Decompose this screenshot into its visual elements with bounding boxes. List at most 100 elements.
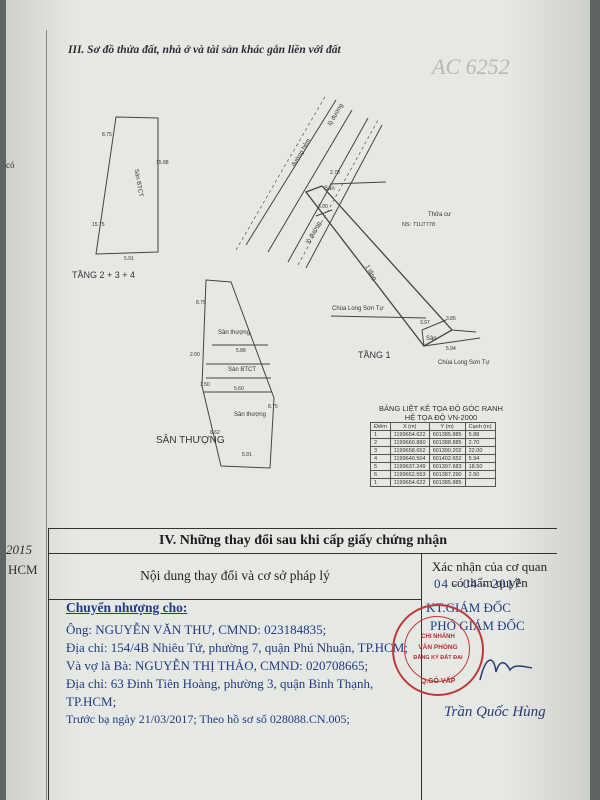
section4-divider xyxy=(421,599,422,800)
dim-15: 5.94 xyxy=(446,346,456,352)
stamp-inner-ring xyxy=(404,616,470,682)
dim-2: 15.88 xyxy=(156,160,169,166)
coords-cell xyxy=(464,478,496,487)
coords-cell: 601402.652 xyxy=(428,454,466,463)
plot-line-2 xyxy=(421,319,447,331)
coords-header-row: Điểm X (m) Y (m) Cạnh (m) xyxy=(370,422,496,431)
coords-cell: 6 xyxy=(370,470,391,479)
transfer-line-4: Địa chỉ: 63 Đinh Tiên Hoàng, phường 3, q… xyxy=(66,676,374,691)
floor234-outline xyxy=(95,116,159,255)
label-san-2: Sân xyxy=(426,336,437,342)
dim-13: 3.97 xyxy=(420,320,430,326)
transfer-line-3: Và vợ là Bà: NGUYỄN THỊ THẢO, CMND: 0207… xyxy=(66,658,369,673)
margin-note-co: có xyxy=(6,160,15,170)
coords-cell: 601385.885 xyxy=(428,478,466,487)
section4-col-right-line-1: Xác nhận của cơ quan xyxy=(431,559,548,574)
signer-name: Trần Quốc Hùng xyxy=(444,704,546,720)
label-san-btct-2: Sàn BTCT xyxy=(228,367,257,373)
coords-cell: 1199654.622 xyxy=(389,430,430,439)
document-page: III. Sơ đồ thửa đất, nhà ở và tài sản kh… xyxy=(6,0,590,800)
coords-header-point: Điểm xyxy=(370,422,391,431)
coords-cell: 4 xyxy=(370,454,391,463)
dim-11: 8.75 xyxy=(268,404,278,410)
coords-cell: 2.70 xyxy=(464,438,496,447)
coords-cell: 2.50 xyxy=(464,470,496,479)
label-rooftop: SÂN THƯỢNG xyxy=(156,435,225,446)
plot-line-1 xyxy=(315,209,333,217)
label-chua-1: Chùa Long Sơn Tự xyxy=(332,306,384,312)
coords-title: BẢNG LIỆT KÊ TỌA ĐỘ GÓC RANH HỆ TỌA ĐỘ V… xyxy=(366,404,516,422)
margin-note-hcm: HCM xyxy=(8,562,38,577)
transfer-line-1: Ông: NGUYỄN VĂN THƯ, CMND: 023184835; xyxy=(66,622,327,637)
property-line xyxy=(329,181,387,185)
stamp-text-top: CHI NHÁNH xyxy=(421,634,455,640)
margin-note-year: 2015 xyxy=(6,542,32,557)
coords-cell: 601390.202 xyxy=(428,446,466,455)
coords-cell: 1199652.553 xyxy=(389,470,430,479)
boundary-line-2 xyxy=(451,329,477,333)
section4-col-right-line-2: có thẩm quyền xyxy=(451,575,528,590)
dim-14: 3.85 xyxy=(446,316,456,322)
dim-4: 5.91 xyxy=(124,256,134,262)
road-edge-4 xyxy=(305,124,383,269)
coords-cell: 5 xyxy=(370,462,391,471)
official-stamp: CHI NHÁNH VĂN PHÒNG ĐĂNG KÝ ĐẤT ĐAI Q.GÒ… xyxy=(392,604,484,696)
label-san: Sân xyxy=(324,186,335,192)
coords-cell: 601388.885 xyxy=(428,438,466,447)
coords-cell: 1199637.249 xyxy=(389,462,430,471)
label-san-thuong-1: Sân thượng xyxy=(218,330,250,336)
road-edge-2 xyxy=(267,109,353,253)
section4-table: IV. Những thay đổi sau khi cấp giấy chứn… xyxy=(48,528,557,800)
coords-cell: 1 xyxy=(370,430,391,439)
label-ns: NS: 71U7778 xyxy=(402,222,436,228)
coords-header-x: X (m) xyxy=(389,422,430,431)
dim-7: 5.88 xyxy=(236,348,246,354)
transfer-line-5: TP.HCM; xyxy=(66,694,117,709)
label-floor234: TẦNG 2 + 3 + 4 xyxy=(72,270,136,280)
section4-title: IV. Những thay đổi sau khi cấp giấy chứn… xyxy=(49,529,557,554)
approval-date: 04 - 04 - 2017 xyxy=(434,576,522,591)
label-chua-2: Chùa Long Sơn Tự xyxy=(438,360,490,366)
dim-16: 2.70 xyxy=(330,170,340,176)
road-edge-1 xyxy=(245,99,337,246)
dim-6: 8.75 xyxy=(196,300,206,306)
coords-cell: 1199640.504 xyxy=(389,454,430,463)
signature-mark xyxy=(479,659,533,681)
coords-cell: 5.94 xyxy=(464,454,496,463)
dim-5: 5.91 xyxy=(242,452,252,458)
coords-header-y: Y (m) xyxy=(428,422,466,431)
dim-8: 2.00 xyxy=(190,352,200,358)
coords-header-edge: Cạnh (m) xyxy=(464,422,496,431)
dim-3: 15.75 xyxy=(92,222,105,228)
top-handwriting: AC 6252 xyxy=(432,54,510,79)
road-dashed-2 xyxy=(297,119,379,266)
leader-line xyxy=(330,315,427,319)
coords-cell: 601397.683 xyxy=(428,462,466,471)
site-plan-drawing xyxy=(95,94,481,469)
dim-10: 1.50 xyxy=(200,382,210,388)
transfer-line-2: Địa chỉ: 154/4B Nhiêu Tứ, phường 7, quận… xyxy=(66,640,408,655)
rooftop-outline xyxy=(201,279,275,469)
margin-line xyxy=(46,30,47,800)
coords-cell: 1 xyxy=(370,478,391,487)
transfer-heading: Chuyển nhượng cho: xyxy=(66,600,188,615)
coords-cell: 1199654.622 xyxy=(389,478,430,487)
coords-cell: 601387.290 xyxy=(428,470,466,479)
dim-9: 5.60 xyxy=(234,386,244,392)
boundary-line xyxy=(423,337,481,347)
dim-1: 8.75 xyxy=(102,132,112,138)
plot-line-3 xyxy=(421,329,425,347)
transfer-line-6: Trước bạ ngày 21/03/2017; Theo hồ sơ số … xyxy=(66,712,350,726)
stamp-text-bottom: Q.GÒ VẤP xyxy=(420,678,456,685)
label-thua: Thửa cư xyxy=(428,212,452,218)
coords-cell: 1199660.880 xyxy=(389,438,430,447)
coords-cell: 1199658.652 xyxy=(389,446,430,455)
coords-cell: 2 xyxy=(370,438,391,447)
